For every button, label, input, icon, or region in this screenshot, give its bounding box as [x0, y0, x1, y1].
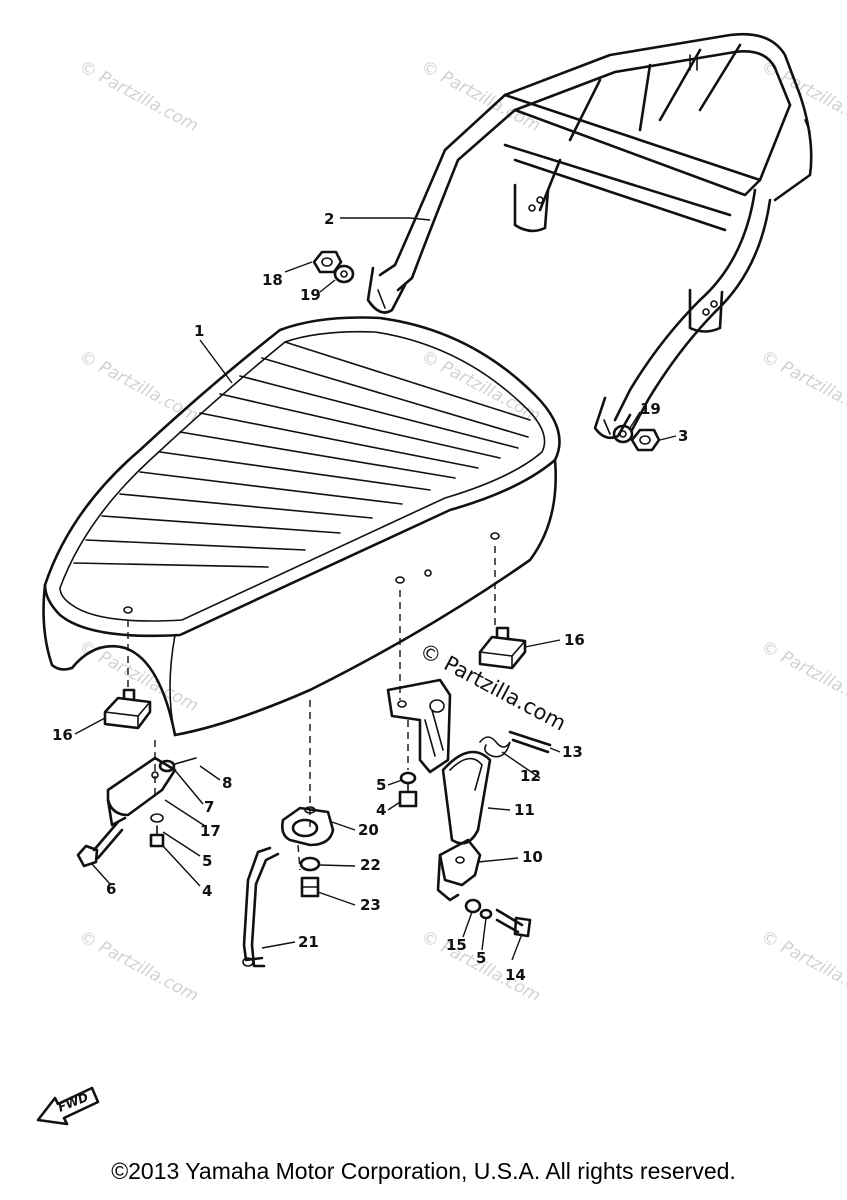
callout-16: 16	[564, 631, 585, 649]
callout-20: 20	[358, 821, 379, 839]
callout-11: 11	[514, 801, 535, 819]
callout-19: 19	[300, 286, 321, 304]
watermark: © Partzilla.com	[758, 927, 847, 1007]
callout-15: 15	[446, 936, 467, 954]
watermark: © Partzilla.com	[758, 57, 847, 137]
leader-lines	[74, 217, 677, 961]
watermark: © Partzilla.com	[76, 927, 202, 1007]
damper-right	[478, 626, 527, 670]
callout-13: 13	[562, 743, 583, 761]
callout-12: 12	[520, 767, 541, 785]
watermark-layer: © Partzilla.com © Partzilla.com © Partzi…	[76, 57, 847, 1007]
callout-8: 8	[222, 774, 232, 792]
callout-4: 4	[376, 801, 386, 819]
copyright-notice: ©2013 Yamaha Motor Corporation, U.S.A. A…	[111, 1158, 736, 1184]
callout-16: 16	[52, 726, 73, 744]
fwd-label: FWD	[56, 1090, 90, 1115]
callout-1: 1	[194, 322, 204, 340]
seat-rod	[242, 846, 280, 968]
callout-22: 22	[360, 856, 381, 874]
watermark: © Partzilla.com	[758, 347, 847, 427]
fwd-arrow-icon: FWD	[36, 1086, 100, 1126]
watermark: © Partzilla.com	[76, 57, 202, 137]
callout-19: 19	[640, 400, 661, 418]
nut-washer-right	[612, 424, 661, 452]
callout-6: 6	[106, 880, 116, 898]
callout-labels: 2 18 19 1 19 3 16 16 8 7 17 5 4 6 20 22 …	[52, 210, 688, 984]
callout-3: 3	[678, 427, 688, 445]
callout-5: 5	[202, 852, 212, 870]
callout-7: 7	[204, 798, 214, 816]
callout-5: 5	[376, 776, 386, 794]
callout-5: 5	[476, 949, 486, 967]
callout-10: 10	[522, 848, 543, 866]
nut-washer-left	[312, 250, 355, 284]
center-hinge	[281, 806, 335, 898]
seat	[42, 316, 561, 737]
watermark: © Partzilla.com	[758, 637, 847, 717]
callout-17: 17	[200, 822, 221, 840]
callout-23: 23	[360, 896, 381, 914]
callout-18: 18	[262, 271, 283, 289]
callout-21: 21	[298, 933, 319, 951]
callout-14: 14	[505, 966, 526, 984]
callout-2: 2	[324, 210, 334, 228]
watermark: © Partzilla.com	[418, 57, 544, 137]
watermark: © Partzilla.com	[76, 347, 202, 427]
grab-rail	[366, 32, 813, 440]
callout-4: 4	[202, 882, 212, 900]
damper-left	[103, 688, 152, 730]
